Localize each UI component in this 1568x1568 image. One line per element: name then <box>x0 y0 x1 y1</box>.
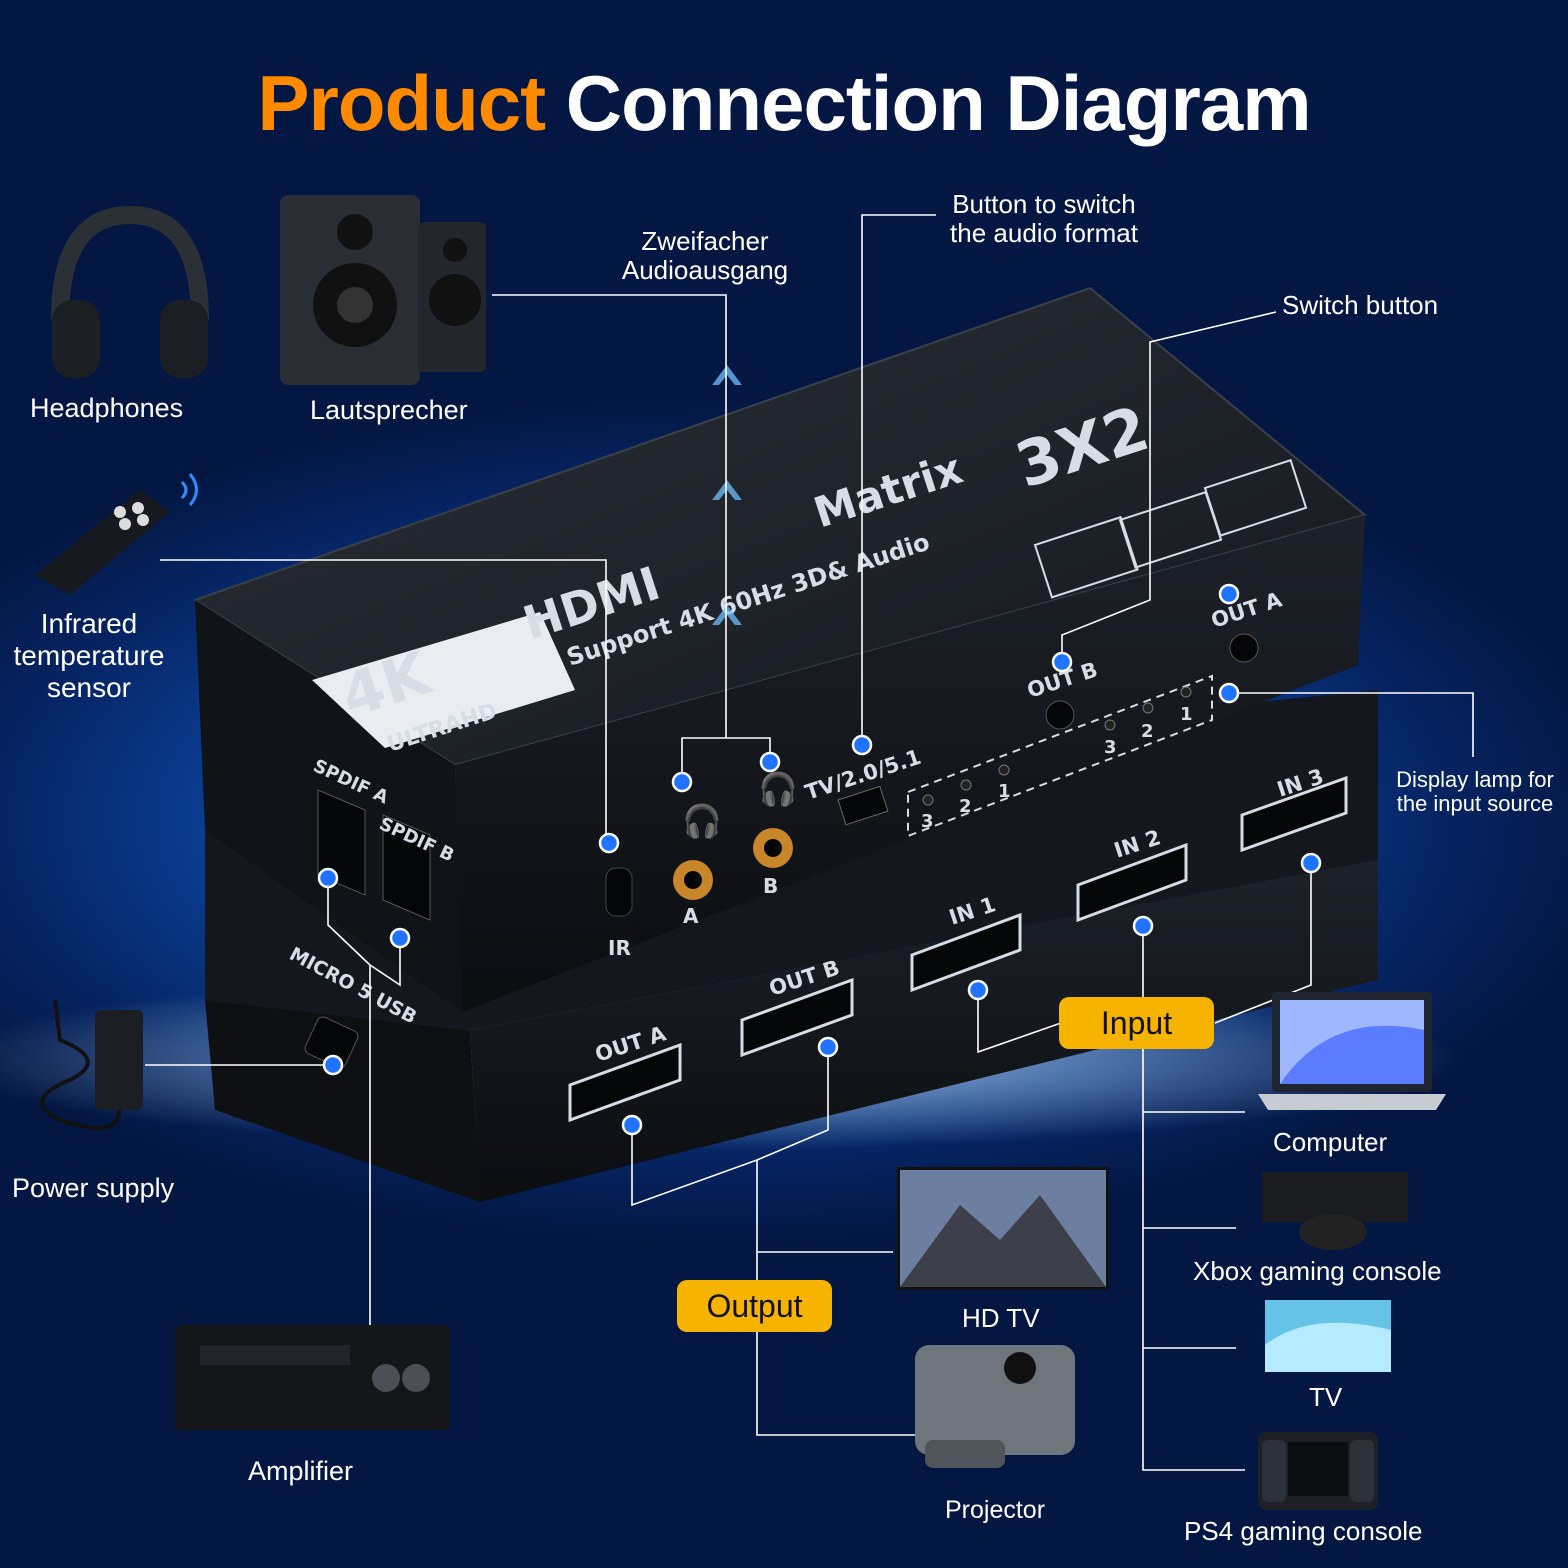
led-1-label-b: 1 <box>1180 704 1193 725</box>
audio-button-line1: Button to switch <box>952 189 1136 219</box>
dual-audio-line2: Audioausgang <box>621 255 789 285</box>
dual-audio-label: Zweifacher Audioausgang <box>605 227 805 285</box>
display-lamp-label: Display lamp for the input source <box>1382 768 1568 816</box>
led-2-label-b: 2 <box>1141 721 1154 742</box>
audio-mode-switch <box>837 785 889 826</box>
ir-line3: sensor <box>46 672 132 703</box>
xbox-illustration <box>1262 1172 1408 1250</box>
ir-label: IR <box>608 936 631 960</box>
output-device-projector: Projector <box>945 1496 1046 1524</box>
hdmi-out-a-port <box>568 1042 682 1123</box>
4k-hdr-badge <box>1033 515 1139 599</box>
hdmi-badge <box>1203 458 1308 537</box>
tv-illustration <box>897 1167 1109 1290</box>
headphone-icon-a: 🎧 <box>682 803 722 839</box>
input-device-xbox: Xbox gaming console <box>1193 1256 1442 1286</box>
display-lamp-line2: the input source <box>1396 791 1554 816</box>
ps4-console-illustration <box>1258 1432 1378 1510</box>
amplifier-illustration <box>175 1325 450 1430</box>
audio-button-label: Button to switch the audio format <box>932 190 1156 248</box>
led-indicator-box <box>907 674 1213 838</box>
micro-usb-port <box>304 1016 359 1069</box>
jack-a-label: A <box>683 904 699 928</box>
projector-illustration <box>915 1345 1075 1468</box>
amplifier-label: Amplifier <box>248 1456 354 1486</box>
speakers-illustration <box>280 195 486 385</box>
ir-sensor-label: Infrared temperature sensor <box>0 608 178 704</box>
led-1-label: 1 <box>998 781 1011 802</box>
page-title: Product Connection Diagram <box>0 58 1568 149</box>
output-tag: Output <box>677 1280 832 1332</box>
spdif-b-port <box>382 814 431 921</box>
dual-audio-line1: Zweifacher <box>641 226 769 256</box>
hdmi-in-3-port <box>1240 775 1348 853</box>
hdmi-out-b-port <box>740 977 854 1058</box>
4k-badge <box>312 612 575 748</box>
power-supply-label: Power supply <box>12 1173 175 1203</box>
audio-jack-b <box>764 839 782 857</box>
jack-b-label: B <box>763 874 778 898</box>
title-rest: Connection Diagram <box>565 59 1312 147</box>
switch-button-label: Switch button <box>1282 290 1439 320</box>
power-supply-illustration <box>40 999 143 1130</box>
input-device-computer: Computer <box>1273 1127 1388 1157</box>
ir-sensor-window <box>605 867 633 917</box>
input-device-ps4: PS4 gaming console <box>1184 1516 1423 1546</box>
audio-arrows <box>712 365 742 625</box>
connector-lines <box>145 214 1474 1471</box>
input-device-tv: TV <box>1309 1382 1343 1412</box>
connection-dots <box>317 583 1322 1136</box>
headphones-label: Headphones <box>30 393 184 423</box>
led-3-label-b: 3 <box>1104 737 1117 758</box>
small-tv-illustration <box>1265 1300 1391 1372</box>
out-b-button <box>1045 700 1075 730</box>
led-2-label: 2 <box>959 796 972 817</box>
display-lamp-line1: Display lamp for <box>1396 768 1554 792</box>
audio-button-line2: the audio format <box>950 218 1138 248</box>
ir-line2: temperature <box>13 640 165 671</box>
speakers-label: Lautsprecher <box>310 395 468 425</box>
remote-illustration <box>35 473 198 595</box>
ir-line1: Infrared <box>40 608 138 639</box>
hdmi-in-2-port <box>1076 842 1188 923</box>
computer-illustration <box>1258 992 1446 1110</box>
headphone-icon-b: 🎧 <box>758 771 798 807</box>
out-a-button <box>1229 633 1259 663</box>
audio-jack-a <box>684 871 702 889</box>
hdmi-in-1-port <box>910 912 1022 993</box>
input-tag: Input <box>1059 997 1214 1049</box>
headphones-illustration <box>51 205 209 378</box>
title-highlight: Product <box>257 59 546 147</box>
output-device-hdtv: HD TV <box>962 1303 1040 1333</box>
led-3-label: 3 <box>921 811 934 832</box>
